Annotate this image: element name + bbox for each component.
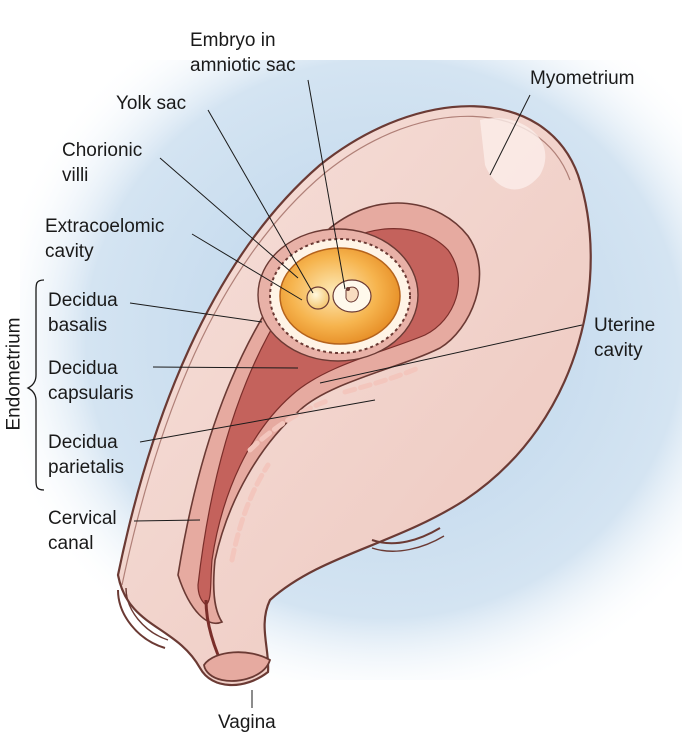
label-myometrium: Myometrium (530, 68, 635, 89)
yolk-sac (306, 286, 330, 310)
endometrium-bracket (26, 279, 45, 491)
label-endometrium: Endometrium (3, 317, 25, 431)
decidua-parietalis-folds (229, 365, 421, 563)
leader-uterine-cavity (319, 324, 583, 384)
label-decidua-basalis: Decidua basalis (48, 290, 118, 336)
label-uterine-cavity: Uterine cavity (594, 315, 656, 361)
leader-decidua-capsularis (152, 366, 299, 369)
leader-decidua-basalis (129, 302, 263, 323)
leader-yolk-sac (207, 109, 314, 294)
label-extracoelomic-cavity: Extracoelomic cavity (45, 216, 165, 262)
vaginal-wall-left (117, 589, 166, 649)
leader-chorionic-villi (159, 157, 299, 279)
leader-embryo (307, 79, 346, 290)
label-decidua-parietalis: Decidua parietalis (48, 432, 125, 478)
label-vagina: Vagina (218, 712, 276, 733)
label-decidua-capsularis: Decidua capsularis (48, 358, 134, 404)
embryo-dot (346, 287, 350, 291)
leader-myometrium (489, 94, 531, 176)
embryo (345, 286, 359, 303)
vagina-opening (203, 651, 272, 682)
vaginal-wall-right-inner (371, 535, 445, 552)
leader-extracoelomic (191, 233, 303, 301)
label-embryo: Embryo in amniotic sac (190, 30, 296, 76)
vaginal-wall-left-inner (125, 587, 169, 641)
leader-lines (129, 79, 583, 708)
leader-cervical-canal (133, 519, 201, 522)
label-chorionic-villi: Chorionic villi (62, 140, 143, 186)
label-yolk-sac: Yolk sac (116, 93, 187, 114)
vaginal-wall-right (371, 527, 441, 545)
label-cervical-canal: Cervical canal (48, 508, 117, 554)
leader-decidua-parietalis (139, 399, 376, 443)
cervical-canal (204, 599, 220, 656)
wall-highlight (480, 118, 546, 190)
